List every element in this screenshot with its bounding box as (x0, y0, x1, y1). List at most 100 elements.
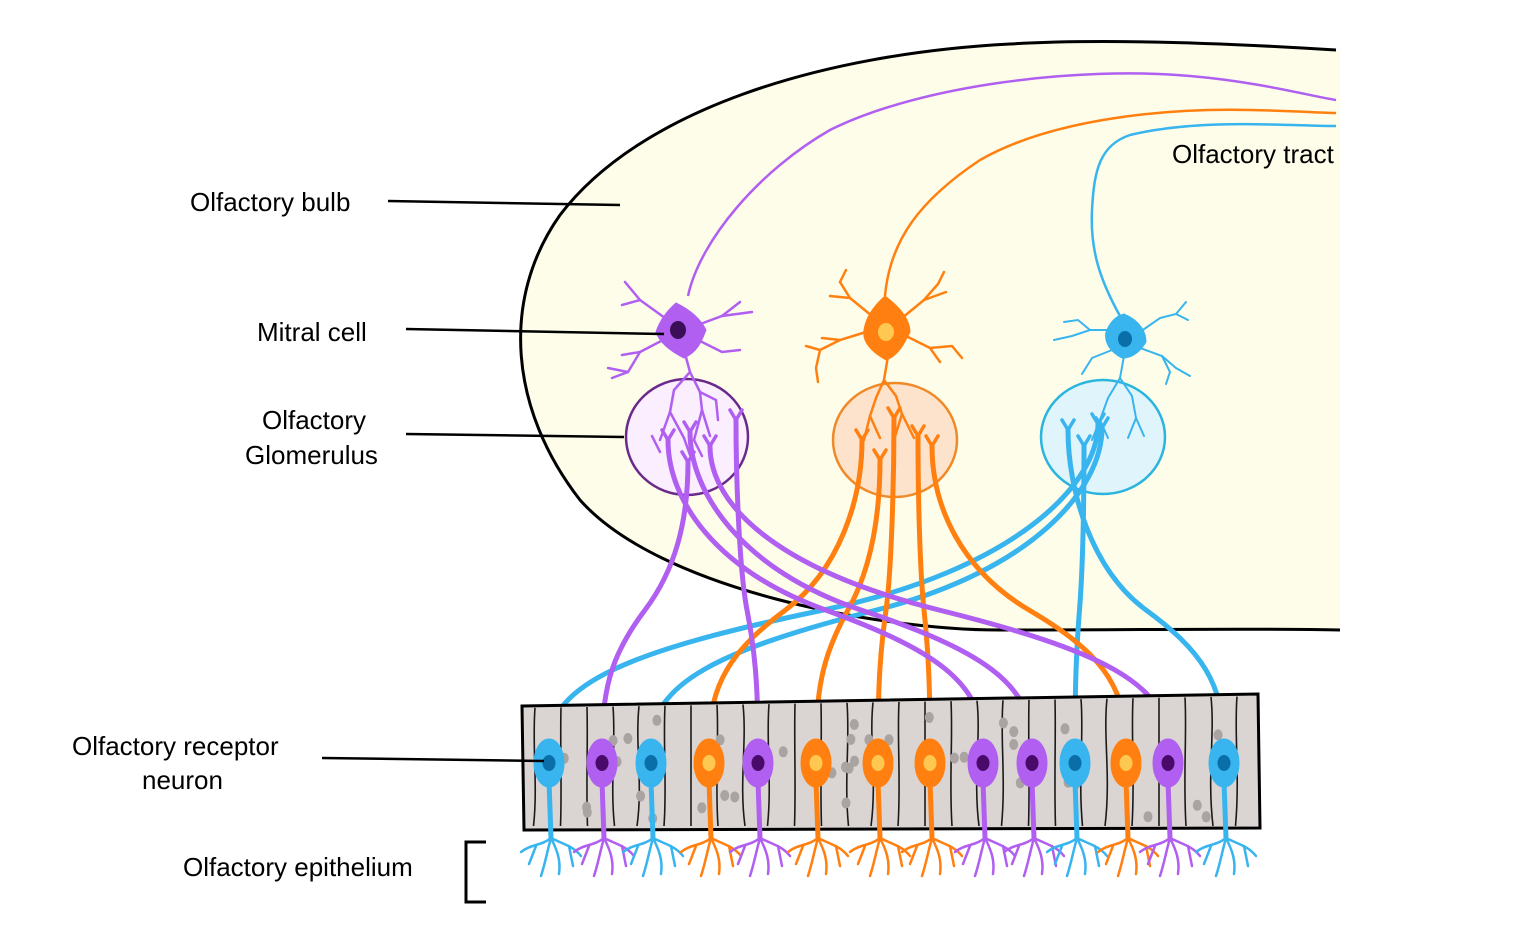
support-cell-dot (849, 719, 859, 730)
receptor-cilia (1186, 844, 1194, 868)
receptor-cilia (602, 836, 614, 876)
receptor-cilia (794, 844, 805, 866)
olfactory-tract-axons (686, 72, 1337, 317)
receptor-cilia (983, 836, 1017, 858)
receptor-cilia (1168, 836, 1180, 876)
support-cell-dot (841, 761, 850, 773)
receptor-cilia (549, 836, 561, 876)
receptor-cilia (1032, 836, 1044, 876)
receptor-cilia (748, 836, 762, 878)
orange-mitral-cell-icon (804, 268, 964, 442)
olfactory-bulb-label: Olfactory bulb (190, 187, 350, 217)
receptor-cilia (651, 836, 685, 858)
support-cell-line (845, 702, 850, 827)
axon-terminal (924, 434, 940, 448)
glomerulus-label-line1: Olfactory (262, 405, 366, 435)
support-cell-dot (778, 746, 788, 758)
receptor-cilia (1158, 836, 1172, 878)
receptor-neuron-label-line2: neuron (142, 765, 223, 795)
support-cell-dot (623, 733, 633, 744)
support-cell-dot (652, 714, 662, 726)
receptor-cilia (758, 836, 792, 858)
support-cell-dot (697, 802, 707, 814)
receptor-cilia (1001, 844, 1009, 868)
mitral-cell-label: Mitral cell (257, 317, 367, 347)
support-cell-line (897, 701, 900, 827)
purple-mitral-cell-icon (606, 280, 754, 458)
receptor-cilia (856, 844, 867, 866)
receptor-cilia (930, 836, 964, 858)
receptor-neuron-leader (321, 756, 545, 763)
olfactory-bulb-outline (519, 40, 1341, 632)
purple-tract-axon (686, 72, 1337, 297)
olfactory-bulb-shape (520, 41, 1340, 631)
olfactory-epithelium (519, 692, 1262, 878)
labels: Olfactory bulb Olfactory tract Mitral ce… (72, 139, 1335, 882)
receptor-dendrite-stem (706, 780, 714, 839)
receptor-axon (665, 437, 986, 748)
receptor-cilia (592, 836, 606, 878)
receptor-cilia (1010, 844, 1021, 866)
receptor-dendrite-stem (546, 780, 554, 839)
receptor-dendrite-stem (1029, 780, 1037, 839)
receptor-cilia (896, 844, 904, 868)
receptor-nucleus (976, 755, 990, 771)
support-cell-dot (636, 790, 646, 802)
receptor-cilia (806, 836, 820, 878)
receptor-cilia (1242, 844, 1250, 868)
receptor-cilia (709, 836, 721, 876)
receptor-dendrite-stem (813, 780, 821, 839)
receptor-nucleus (751, 755, 765, 771)
receptor-dendrite-stem (927, 780, 935, 839)
receptor-cilia (651, 836, 663, 876)
axon-terminal (872, 448, 888, 462)
receptor-nucleus (809, 755, 823, 771)
receptor-cilia (878, 836, 890, 876)
receptor-cilia (736, 844, 747, 866)
receptor-nucleus (595, 755, 609, 771)
receptor-axon (707, 443, 1171, 748)
receptor-cilia (1065, 836, 1079, 878)
receptor-cilia (908, 844, 919, 866)
receptor-cilia (1202, 844, 1213, 866)
support-cell-dot (846, 733, 856, 745)
receptor-cilia (669, 844, 677, 868)
receptor-cilia (1126, 836, 1138, 876)
receptor-axon (599, 459, 691, 748)
receptor-neurons (533, 738, 1240, 839)
blue-mitral-cell-icon (1053, 301, 1191, 441)
olfactory-tract-label: Olfactory tract (1172, 139, 1335, 169)
receptor-cilia (1053, 844, 1064, 866)
receptor-cilia (1126, 836, 1160, 858)
receptor-nucleus (923, 755, 937, 771)
support-cell-dot (959, 751, 969, 763)
axon-terminal (682, 420, 698, 434)
receptor-cilia (567, 844, 575, 868)
glomerulus-leader (405, 432, 625, 439)
receptor-nucleus (702, 755, 716, 771)
epithelium-bracket (464, 840, 486, 904)
receptor-dendrite-stem (1165, 780, 1173, 839)
receptor-cilia (868, 836, 882, 878)
support-cell-line (1054, 699, 1057, 827)
receptor-cilia (1075, 836, 1087, 876)
support-cell-dot (850, 755, 859, 767)
leader-lines (321, 199, 665, 904)
receptor-cilia (602, 836, 636, 858)
support-cell-line (950, 701, 953, 827)
receptor-dendrites (519, 836, 1258, 878)
olfactory-bulb-leader (387, 199, 621, 207)
receptor-nucleus (871, 755, 885, 771)
support-cell-dot (841, 797, 851, 809)
receptor-cilia (527, 844, 538, 866)
support-cell-line (793, 703, 796, 827)
axon-terminal (702, 434, 718, 448)
support-cell-dot (715, 734, 725, 746)
receptor-cilia (620, 844, 628, 868)
receptor-axon (733, 417, 761, 748)
receptor-cilia (834, 844, 842, 868)
receptor-axon (875, 415, 897, 748)
receptor-cilia (1224, 836, 1258, 858)
receptor-axon (813, 457, 883, 748)
receptor-dendrite-stem (980, 780, 988, 839)
